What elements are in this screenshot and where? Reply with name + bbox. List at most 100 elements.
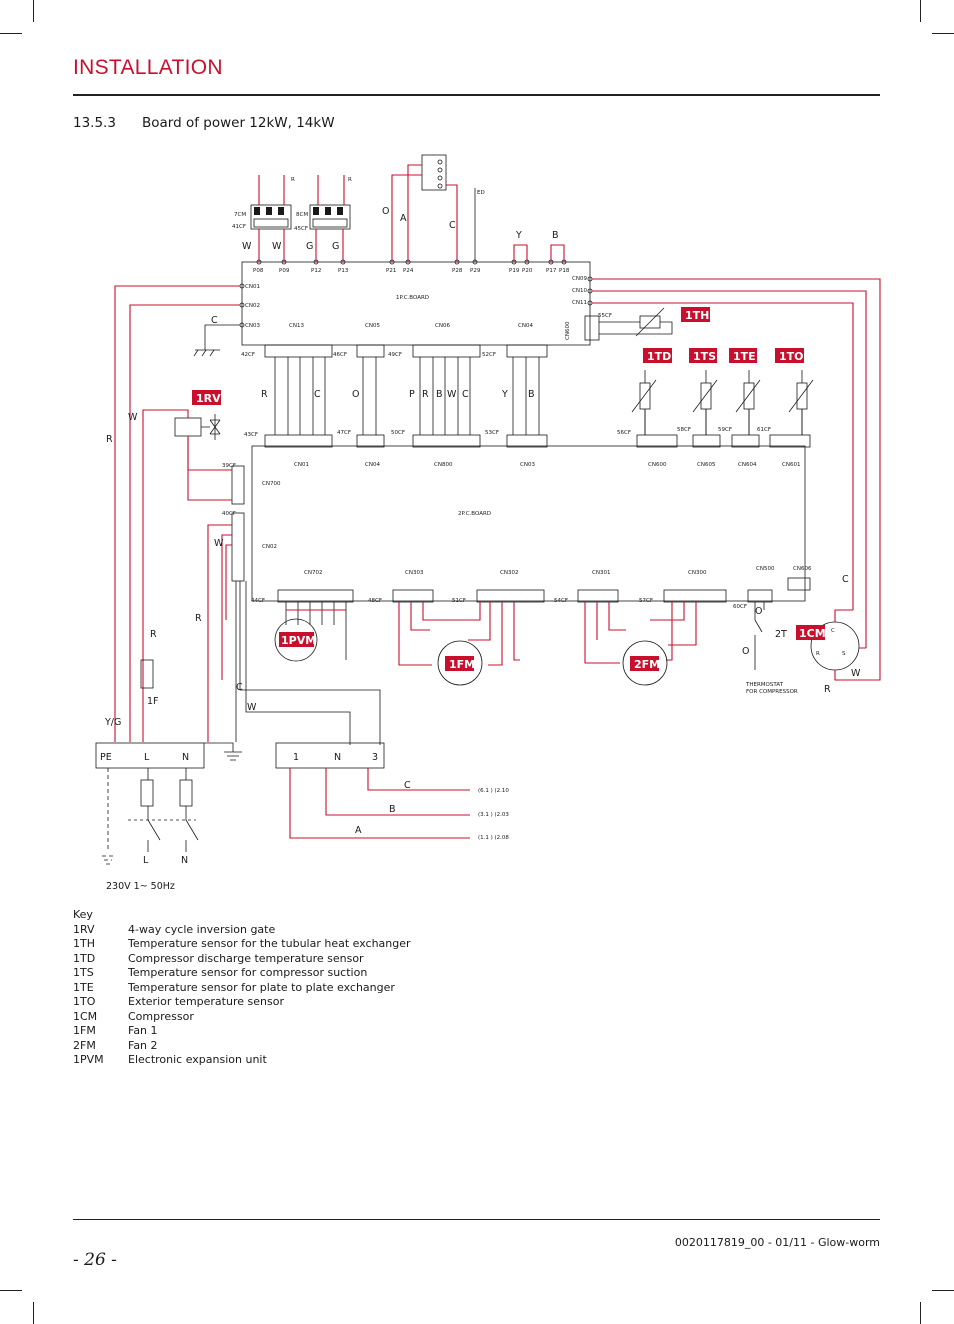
compressor-term: R <box>816 651 820 657</box>
wire-letter: C <box>462 389 469 400</box>
output-ref: (1.1 ) (2.08 <box>478 835 509 841</box>
connector-label: CN600 <box>648 462 667 468</box>
label-1to-text: 1TO <box>779 350 804 363</box>
pin-label: P24 <box>403 268 414 274</box>
wire-letter: Y <box>515 230 522 241</box>
fan-2-motor <box>622 640 668 686</box>
connector-label: CN11 <box>572 300 587 306</box>
cf-label: 51CF <box>452 598 466 604</box>
label-2fm <box>630 656 659 671</box>
label-1td <box>643 348 672 363</box>
wire-letter: C <box>449 220 456 231</box>
label-1fm <box>445 656 474 671</box>
connector-label: CN03 <box>245 323 260 329</box>
section-number: 13.5.3 <box>73 115 116 131</box>
board-1-label: 1P.C.BOARD <box>396 295 429 301</box>
output-letter: C <box>404 780 411 791</box>
wire-letter: O <box>742 646 749 657</box>
terminal-label: 1 <box>293 752 299 763</box>
label-1pvm <box>279 632 314 647</box>
connector-label: CN604 <box>738 462 757 468</box>
crop-mark <box>932 33 954 34</box>
wire-letter: R <box>150 629 157 640</box>
cf-label: 40CF <box>222 511 236 517</box>
label-1te-text: 1TE <box>733 350 756 363</box>
board-2-top-connectors <box>264 434 811 448</box>
wire-letter: W <box>272 241 282 252</box>
terminal-label: L <box>144 752 150 763</box>
wire-letter: W <box>214 538 224 549</box>
connector-label: CN300 <box>688 570 707 576</box>
supply-fuse-n <box>179 779 193 807</box>
label-1fm-text: 1FM <box>449 658 475 671</box>
cf-label: 56CF <box>617 430 631 436</box>
thermostat-label: 2T <box>775 629 787 640</box>
label-1to <box>775 348 804 363</box>
label-1th-text: 1TH <box>685 309 709 322</box>
fuse-1f <box>140 659 154 689</box>
connector-label: CN303 <box>405 570 424 576</box>
connector-label: CN702 <box>304 570 322 576</box>
document-reference: 0020117819_00 - 01/11 - Glow-worm <box>674 1236 880 1249</box>
board-2-outline <box>251 445 806 602</box>
wire-letter: R <box>195 613 202 624</box>
wire-letter: O <box>382 206 389 217</box>
output-ref: (3.1 ) (2.03 <box>478 812 509 818</box>
connector-label: CN13 <box>289 323 304 329</box>
cn700-block <box>231 465 245 505</box>
cn02-block <box>231 512 245 582</box>
cf-label: 47CF <box>337 430 351 436</box>
cf-label: 58CF <box>677 427 691 433</box>
label-1rv <box>192 390 221 405</box>
connector-label: CN04 <box>365 462 380 468</box>
pin-label: P12 <box>311 268 321 274</box>
wire-letter: O <box>755 606 762 617</box>
relay-8cm <box>309 204 351 230</box>
wire-letter: R <box>261 389 268 400</box>
board-1-outline <box>241 261 591 346</box>
output-letter: B <box>389 804 396 815</box>
wire-letter: R <box>422 389 429 400</box>
relay-label: R <box>348 177 352 183</box>
crop-mark <box>920 0 921 22</box>
connector-label: CN601 <box>782 462 800 468</box>
supply-label: N <box>181 855 188 866</box>
pvm-motor <box>274 618 318 662</box>
wire-letter: C <box>314 389 321 400</box>
connector-label: CN500 <box>756 566 775 572</box>
label-1ts <box>689 348 717 363</box>
connector-label: CN600 <box>565 321 571 340</box>
relay-label: 45CF <box>294 226 308 232</box>
rv-coil <box>174 417 202 437</box>
output-ref: (6.1 ) (2.10 <box>478 788 509 794</box>
connector-label: CN03 <box>520 462 535 468</box>
page-header-title: INSTALLATION <box>73 56 223 79</box>
supply-rating: 230V 1~ 50Hz <box>106 881 175 892</box>
crop-mark <box>0 33 22 34</box>
cf-label: 54CF <box>554 598 568 604</box>
label-2fm-text: 2FM <box>634 658 660 671</box>
connector-label: CN302 <box>500 570 518 576</box>
terminal-label: N <box>182 752 189 763</box>
valve-connector <box>421 154 447 191</box>
compressor-term: C <box>831 628 835 634</box>
connector-label: CN04 <box>518 323 533 329</box>
wire-letter: Y <box>501 389 508 400</box>
fan-1-motor <box>437 640 483 686</box>
wire-letter: B <box>528 389 535 400</box>
footer-rule <box>73 1219 880 1220</box>
wire-letter: C <box>842 574 849 585</box>
board-2-label: 2P.C.BOARD <box>458 511 491 517</box>
pin-label: P08 <box>253 268 264 274</box>
compressor-term: S <box>842 651 846 657</box>
sensor-row <box>631 370 814 435</box>
relay-7cm <box>250 204 292 230</box>
cf-label: 49CF <box>388 352 402 358</box>
section-title: Board of power 12kW, 14kW <box>142 115 335 131</box>
wire-letter: P <box>409 389 415 400</box>
label-1pvm-text: 1PVM <box>281 634 316 647</box>
cf-label: 52CF <box>482 352 496 358</box>
terminal-label: N <box>334 752 341 763</box>
pin-label: P20 <box>522 268 533 274</box>
